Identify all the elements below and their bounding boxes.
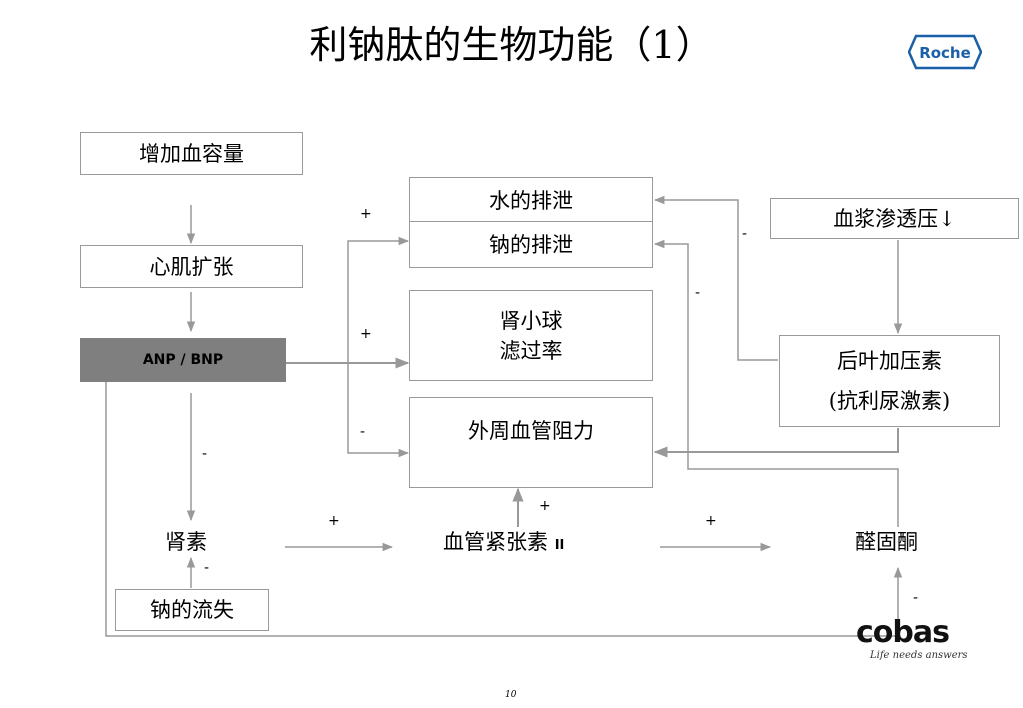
node-blood-volume: 增加血容量 — [80, 132, 303, 175]
cobas-tagline: Life needs answers — [870, 650, 968, 661]
arrow-anp-to-excretion — [347, 236, 410, 363]
node-sodium-excretion: 钠的排泄 — [489, 232, 573, 257]
node-vasopressin: 后叶加压素 (抗利尿激素) — [779, 335, 1000, 427]
node-sodium-loss: 钠的流失 — [115, 589, 269, 631]
roche-logo: Roche — [908, 34, 982, 70]
node-renin: 肾素 — [165, 530, 207, 554]
page-title: 利钠肽的生物功能（1） — [309, 23, 714, 67]
cobas-wordmark: cobas — [856, 615, 950, 650]
node-angiotensin: 血管紧张素 II — [443, 526, 564, 556]
node-myocardial-stretch-label: 心肌扩张 — [149, 254, 234, 279]
node-gfr-line2: 滤过率 — [499, 338, 563, 363]
arrow-vasopressin-to-resistance — [653, 428, 899, 458]
node-plasma-osmolality: 血浆渗透压↓ — [770, 198, 1019, 239]
node-peripheral-resistance-label: 外周血管阻力 — [468, 419, 594, 443]
sign-renin-to-angiotensin: + — [328, 513, 340, 529]
arrow-aldosterone-to-sodium — [653, 239, 899, 527]
sign-angiotensin-to-resistance: + — [539, 498, 551, 514]
node-peripheral-resistance: 外周血管阻力 — [409, 397, 653, 488]
node-excretion: 水的排泄 钠的排泄 — [409, 177, 653, 268]
node-vasopressin-line2: (抗利尿激素) — [828, 389, 951, 413]
node-angiotensin-label: 血管紧张素 — [443, 530, 548, 554]
arrow-vasopressin-to-water — [653, 195, 778, 361]
node-anp-bnp-label: ANP / BNP — [142, 352, 224, 368]
node-aldosterone: 醛固酮 — [855, 530, 918, 554]
sign-sodium-loss-to-renin: - — [204, 560, 210, 576]
sign-anp-to-gfr: + — [360, 326, 372, 342]
node-gfr-line1: 肾小球 — [499, 308, 563, 333]
node-blood-volume-label: 增加血容量 — [139, 141, 244, 166]
node-anp-bnp: ANP / BNP — [80, 338, 286, 382]
node-plasma-osmolality-label: 血浆渗透压↓ — [833, 206, 956, 231]
arrow-anp-to-resistance — [347, 363, 410, 458]
sign-angiotensin-to-aldosterone: + — [705, 513, 717, 529]
page-number: 10 — [505, 690, 517, 700]
cobas-logo: cobas Life needs answers — [856, 615, 986, 662]
node-myocardial-stretch: 心肌扩张 — [80, 245, 303, 288]
sign-vasopressin-to-water: - — [742, 226, 748, 242]
arrow-anp-to-aldosterone — [105, 382, 903, 637]
node-gfr: 肾小球 滤过率 — [409, 290, 653, 381]
sign-aldosterone-to-sodium: - — [695, 285, 701, 301]
node-vasopressin-line1: 后叶加压素 — [837, 349, 942, 373]
node-angiotensin-suffix: II — [554, 538, 565, 553]
sign-anp-to-excretion: + — [360, 206, 372, 222]
sign-anp-to-resistance: - — [360, 424, 366, 440]
roche-logo-text: Roche — [919, 44, 971, 62]
node-water-excretion: 水的排泄 — [410, 178, 652, 222]
node-sodium-loss-label: 钠的流失 — [150, 598, 234, 622]
sign-anp-to-renin: - — [202, 446, 208, 462]
sign-anp-to-aldosterone: - — [913, 590, 919, 606]
